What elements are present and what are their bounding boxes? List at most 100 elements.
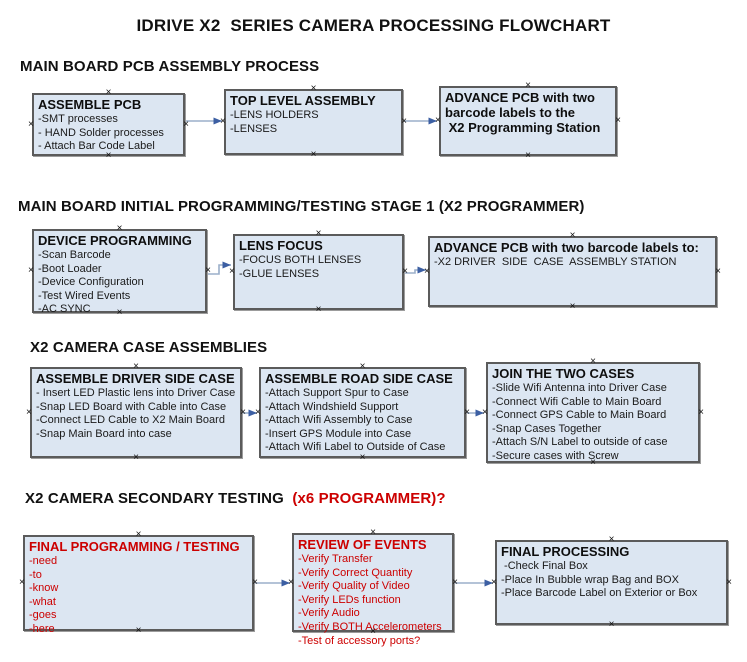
box-review-of-events[interactable]: REVIEW OF EVENTS -Verify Transfer-Verify… — [288, 528, 458, 647]
connection-handle-icon[interactable]: × — [229, 266, 235, 277]
connection-handle-icon[interactable]: × — [220, 116, 226, 127]
box-advance-pcb-to-driver-side-case-station[interactable]: ADVANCE PCB with two barcode labels to: … — [424, 231, 721, 312]
connection-handle-icon[interactable]: × — [590, 457, 596, 468]
box-items: -need-to-know-what-goes-here — [29, 555, 248, 637]
box-item: -Test Wired Events — [38, 289, 131, 302]
connection-handle-icon[interactable]: × — [359, 452, 366, 463]
connection-handle-icon[interactable]: × — [310, 83, 317, 94]
connection-handle-icon[interactable]: × — [608, 619, 615, 630]
connection-handle-icon[interactable]: × — [105, 87, 112, 98]
box-item: -Connect GPS Cable to Main Board — [492, 409, 667, 422]
box-items: -FOCUS BOTH LENSES-GLUE LENSES — [239, 254, 398, 281]
box-item: -Insert GPS Module into Case — [265, 427, 412, 440]
box-item: -Secure cases with Screw — [492, 450, 619, 463]
box-items: -Slide Wifi Antenna into Driver Case-Con… — [492, 382, 694, 464]
connection-handle-icon[interactable]: × — [116, 307, 123, 318]
connection-handle-icon[interactable]: × — [183, 118, 189, 130]
connection-handle-icon[interactable]: × — [135, 529, 142, 540]
box-item: -Scan Barcode — [38, 249, 111, 262]
connection-handle-icon[interactable]: × — [135, 625, 142, 636]
box-join-the-two-cases[interactable]: JOIN THE TWO CASES -Slide Wifi Antenna i… — [482, 357, 704, 468]
connection-handle-icon[interactable]: × — [28, 265, 34, 276]
box-title: JOIN THE TWO CASES — [492, 366, 635, 381]
box-assemble-road-side-case[interactable]: ASSEMBLE ROAD SIDE CASE -Attach Support … — [255, 362, 470, 463]
connection-handle-icon[interactable]: × — [359, 361, 366, 372]
box-assemble-driver-side-case[interactable]: ASSEMBLE DRIVER SIDE CASE - Insert LED P… — [26, 362, 246, 463]
section-header-camera-case-assemblies: X2 CAMERA CASE ASSEMBLIES — [30, 339, 268, 356]
connection-handle-icon[interactable]: × — [491, 576, 497, 588]
connection-handle-icon[interactable]: × — [28, 118, 34, 130]
box-item: -Connect Wifi Cable to Main Board — [492, 395, 662, 408]
box-item: -Verify BOTH Accelerometers — [298, 621, 442, 634]
connection-handle-icon[interactable]: × — [288, 576, 294, 588]
connection-handle-icon[interactable]: × — [116, 223, 123, 234]
box-items: -Scan Barcode-Boot Loader-Device Configu… — [38, 249, 201, 317]
connection-handle-icon[interactable]: × — [608, 534, 615, 545]
box-item: -here — [29, 623, 55, 636]
connection-handle-icon[interactable]: × — [133, 361, 139, 372]
connection-handle-icon[interactable]: × — [105, 150, 112, 161]
connection-handle-icon[interactable]: × — [133, 452, 139, 463]
connection-handle-icon[interactable]: × — [252, 577, 258, 588]
box-final-processing[interactable]: FINAL PROCESSING -Check Final Box-Place … — [491, 535, 732, 630]
box-item: -Boot Loader — [38, 262, 102, 275]
connection-handle-icon[interactable]: × — [482, 406, 488, 418]
connection-handle-icon[interactable]: × — [590, 356, 596, 367]
connector-lens-focus-to-advance-pcb[interactable] — [404, 266, 426, 274]
box-item: -to — [29, 568, 42, 581]
section-header-secondary-testing-red: (x6 PROGRAMMER)? — [288, 490, 446, 507]
connection-handle-icon[interactable]: × — [569, 301, 576, 312]
section-header-secondary-testing-black: X2 CAMERA SECONDARY TESTING — [25, 490, 289, 507]
connection-handle-icon[interactable]: × — [205, 265, 211, 276]
connection-handle-icon[interactable]: × — [615, 115, 621, 126]
box-title: TOP LEVEL ASSEMBLY — [230, 93, 376, 108]
box-title: ADVANCE PCB with two barcode labels to: — [434, 240, 699, 255]
connection-handle-icon[interactable]: × — [424, 265, 430, 277]
box-item: -Verify Audio — [298, 607, 360, 620]
connection-handle-icon[interactable]: × — [402, 266, 408, 277]
box-item: -Attach S/N Label to outside of case — [492, 436, 668, 449]
connection-handle-icon[interactable]: × — [464, 406, 470, 418]
connection-handle-icon[interactable]: × — [401, 116, 407, 127]
box-device-programming[interactable]: DEVICE PROGRAMMING -Scan Barcode-Boot Lo… — [28, 224, 211, 318]
box-item: -Snap LED Board with Cable into Case — [36, 400, 227, 413]
box-item: -FOCUS BOTH LENSES — [239, 254, 362, 267]
connection-handle-icon[interactable]: × — [370, 527, 376, 538]
box-items: - Insert LED Plastic lens into Driver Ca… — [36, 387, 236, 441]
box-final-programming-testing[interactable]: FINAL PROGRAMMING / TESTING -need-to-kno… — [19, 530, 258, 636]
box-item: -need — [29, 555, 58, 568]
connection-handle-icon[interactable]: × — [525, 80, 531, 91]
connection-handle-icon[interactable]: × — [310, 149, 317, 160]
connection-handle-icon[interactable]: × — [569, 230, 576, 241]
box-item: -what — [29, 595, 56, 608]
box-items: -X2 DRIVER SIDE CASE ASSEMBLY STATION — [434, 256, 711, 270]
box-item: -Slide Wifi Antenna into Driver Case — [492, 382, 667, 395]
box-item: -AC SYNC — [38, 303, 91, 316]
box-item: -Verify LEDs function — [298, 593, 401, 606]
connection-handle-icon[interactable]: × — [240, 406, 246, 418]
box-advance-pcb-to-programming-station[interactable]: ADVANCE PCB with two barcode labels to t… — [435, 81, 621, 161]
box-item: -Attach Support Spur to Case — [265, 387, 409, 400]
box-item: -Attach Wifi Label to Outside of Case — [265, 441, 446, 454]
connection-handle-icon[interactable]: × — [715, 265, 721, 277]
connection-handle-icon[interactable]: × — [452, 576, 458, 588]
connection-handle-icon[interactable]: × — [726, 576, 732, 588]
box-items: -LENS HOLDERS-LENSES — [230, 109, 397, 136]
connection-handle-icon[interactable]: × — [435, 115, 441, 126]
connection-handle-icon[interactable]: × — [315, 304, 322, 315]
connection-handle-icon[interactable]: × — [26, 406, 32, 418]
connector-device-programming-to-lens-focus[interactable] — [207, 261, 231, 275]
connection-handle-icon[interactable]: × — [370, 626, 376, 637]
box-item: -Device Configuration — [38, 276, 144, 289]
box-lens-focus[interactable]: LENS FOCUS -FOCUS BOTH LENSES-GLUE LENSE… — [229, 229, 408, 315]
box-item: -Snap Cases Together — [492, 422, 602, 435]
box-item: -Verify Transfer — [298, 553, 373, 566]
connection-handle-icon[interactable]: × — [255, 406, 261, 418]
connection-handle-icon[interactable]: × — [315, 228, 322, 239]
connection-handle-icon[interactable]: × — [698, 406, 704, 418]
section-header-initial-programming-testing: MAIN BOARD INITIAL PROGRAMMING/TESTING S… — [18, 198, 585, 215]
connection-handle-icon[interactable]: × — [19, 577, 25, 588]
connection-handle-icon[interactable]: × — [525, 150, 531, 161]
box-assemble-pcb[interactable]: ASSEMBLE PCB -SMT processes- HAND Solder… — [28, 88, 189, 161]
box-top-level-assembly[interactable]: TOP LEVEL ASSEMBLY -LENS HOLDERS-LENSES … — [220, 84, 407, 160]
